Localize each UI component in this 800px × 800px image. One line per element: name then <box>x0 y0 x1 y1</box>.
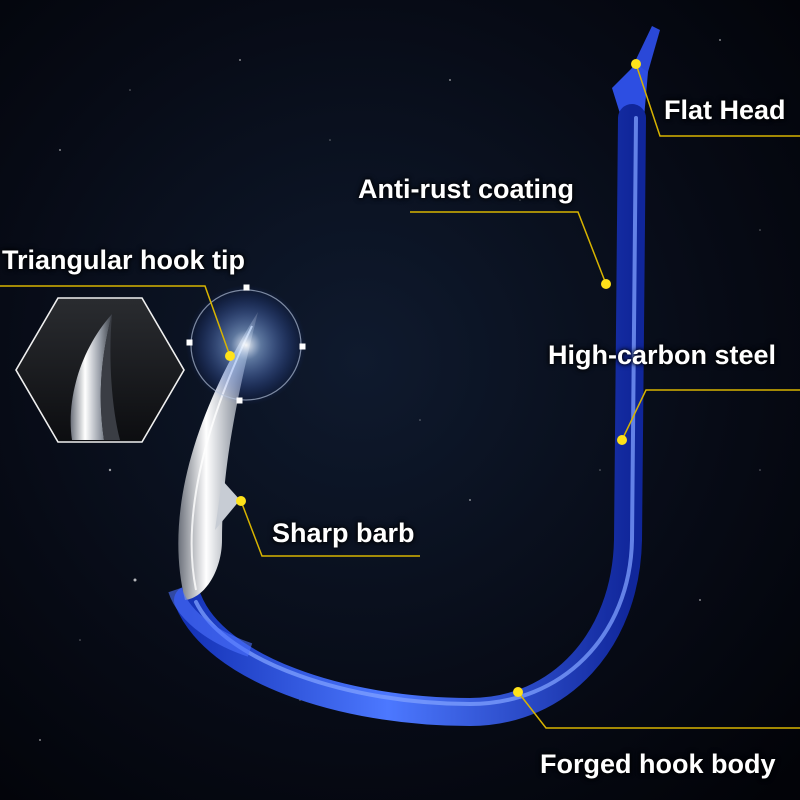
dot-hook-tip <box>225 351 235 361</box>
dot-flat-head <box>631 59 641 69</box>
leader-anti-rust <box>410 211 607 285</box>
label-high-carbon-steel: High-carbon steel <box>548 340 777 370</box>
leader-high-carbon <box>621 389 800 441</box>
dot-high-carbon <box>617 435 627 445</box>
focus-ring-handles <box>186 284 306 404</box>
leader-barb <box>240 500 420 557</box>
dot-barb <box>236 496 246 506</box>
callout-dots <box>225 59 641 697</box>
label-flat-head: Flat Head <box>664 95 786 125</box>
label-forged-hook-body: Forged hook body <box>540 749 776 779</box>
label-sharp-barb: Sharp barb <box>272 518 415 548</box>
hook-barb <box>215 480 240 530</box>
stars <box>39 39 761 741</box>
hook-tip-closeup <box>15 297 185 443</box>
dot-anti-rust <box>601 279 611 289</box>
leader-hook-tip <box>0 285 231 357</box>
label-anti-rust-coating: Anti-rust coating <box>358 174 574 204</box>
leader-flat-head <box>635 63 800 137</box>
leader-forged-body <box>517 691 800 729</box>
label-triangular-hook-tip: Triangular hook tip <box>2 245 246 275</box>
leader-lines <box>0 63 800 729</box>
hook-tip-glow <box>186 285 306 405</box>
dot-forged-body <box>513 687 523 697</box>
